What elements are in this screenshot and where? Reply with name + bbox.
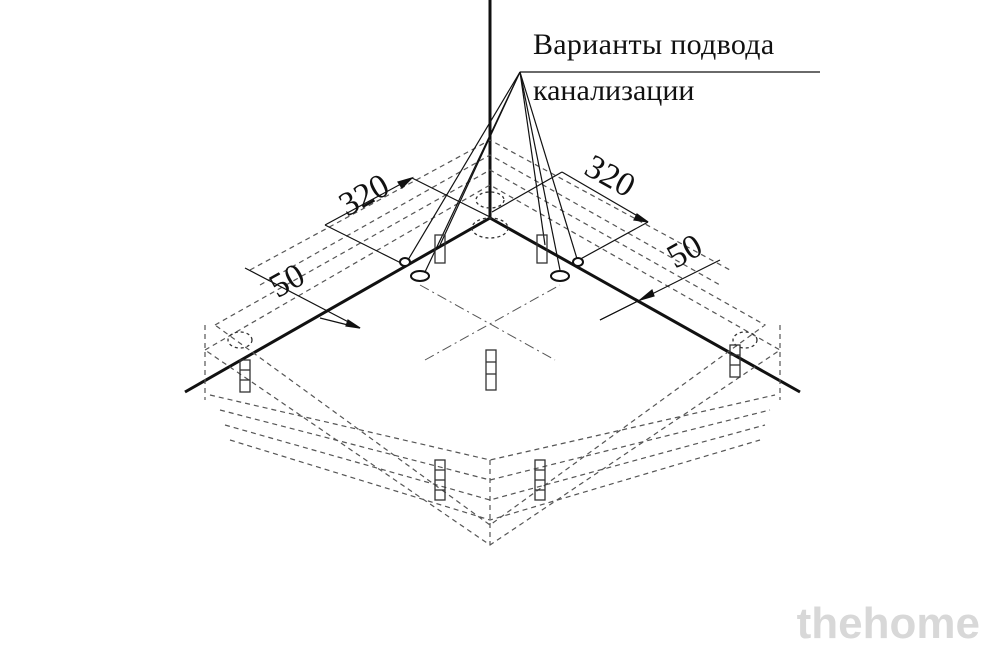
support-legs [227,191,758,501]
dim-right-320: 320 [579,148,642,205]
right-main-axis [489,216,801,394]
annotation-line-1: Варианты подвода [533,28,775,61]
leg-front-left [434,459,446,501]
leg-front-right [534,459,546,501]
drain-holes [399,257,584,282]
leg-center [485,349,497,391]
leg-left [239,359,251,393]
dim-right-50-lines [599,259,721,321]
dim-right-320-lines [491,171,649,263]
annotation-line-2: канализации [533,74,695,107]
dim-left-50-lines [244,267,361,329]
watermark-logo: thehome [796,599,980,648]
tray-outline [204,139,782,546]
leader-lines [404,71,820,273]
center-cross [419,284,561,361]
drain-hole-left [410,270,430,282]
leg-back-right [536,234,548,264]
dim-left-320-lines [324,176,493,266]
drain-hole-right [550,270,570,282]
left-main-axis [184,216,491,394]
leg-right [729,344,741,378]
leg-back-left [434,234,446,264]
drain-hole-top-left [399,257,411,267]
drain-hole-top-right [572,257,584,267]
